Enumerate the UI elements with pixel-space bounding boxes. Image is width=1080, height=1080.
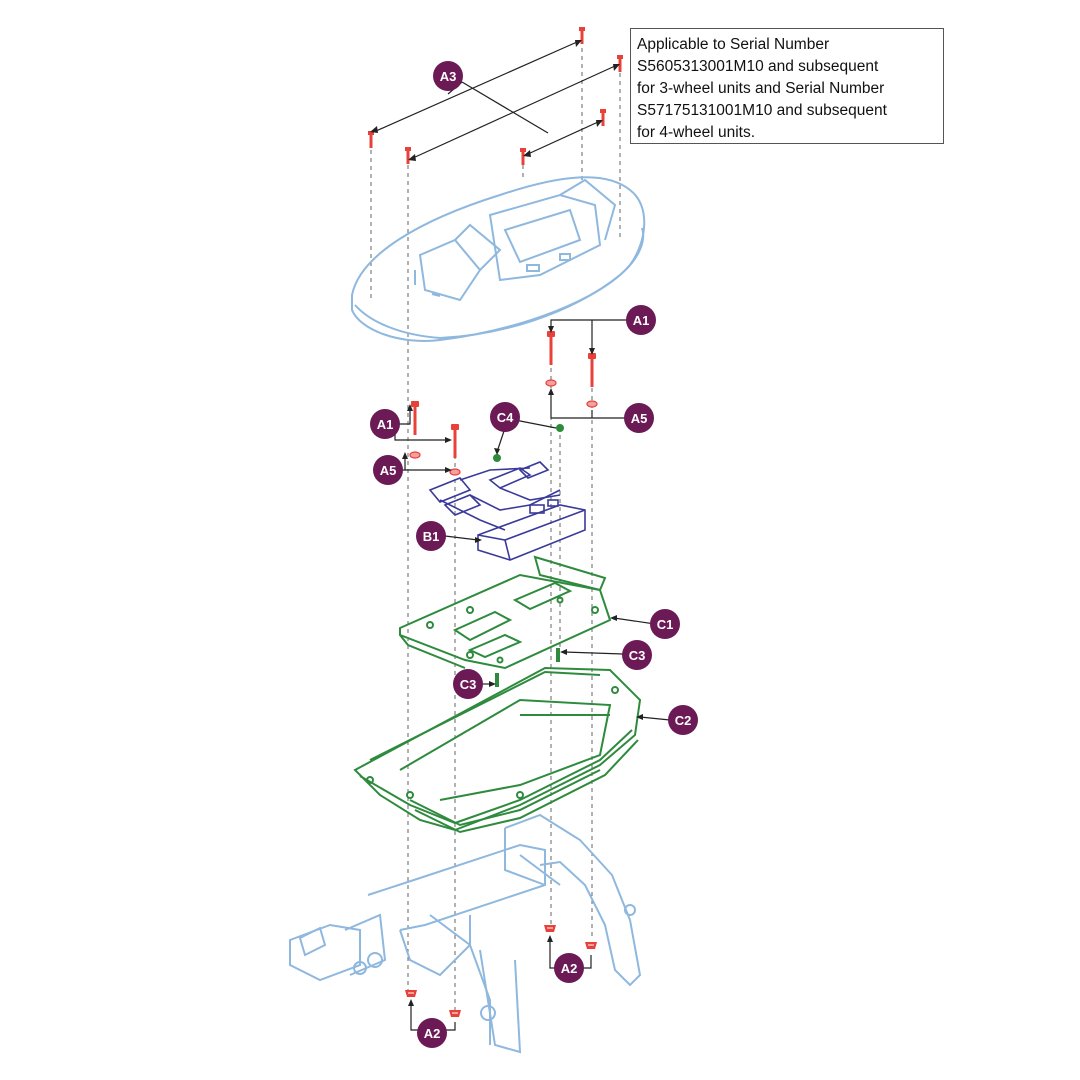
leader-arrowheads	[370, 40, 643, 1006]
callout-a5-right: A5	[624, 403, 654, 433]
svg-text:A1: A1	[633, 313, 650, 328]
seat-frame	[289, 813, 642, 1054]
callout-c3-right: C3	[622, 640, 652, 670]
svg-text:C1: C1	[657, 617, 674, 632]
seat-shroud	[351, 176, 646, 342]
svg-text:A5: A5	[380, 463, 397, 478]
note-line-5: for 4-wheel units.	[637, 124, 756, 141]
controller-module	[428, 461, 586, 561]
svg-text:A1: A1	[377, 417, 394, 432]
callout-a1-left: A1	[370, 409, 400, 439]
callout-a1-right: A1	[626, 305, 656, 335]
callout-a5-left: A5	[373, 455, 403, 485]
note-line-1: Applicable to Serial Number	[637, 36, 830, 53]
svg-text:C3: C3	[629, 648, 646, 663]
assembly-dashed-lines	[370, 40, 621, 1012]
svg-text:A2: A2	[424, 1026, 441, 1041]
svg-text:B1: B1	[423, 529, 440, 544]
callout-b1: B1	[416, 521, 446, 551]
callout-c4: C4	[490, 402, 520, 432]
svg-text:C2: C2	[675, 713, 692, 728]
svg-text:C3: C3	[460, 677, 477, 692]
callout-c2: C2	[668, 705, 698, 735]
svg-text:C4: C4	[497, 410, 514, 425]
green-hardware	[493, 424, 564, 687]
mounting-bracket	[399, 555, 612, 670]
note-line-4: S57175131001M10 and subsequent	[637, 102, 887, 119]
seat-tray	[353, 666, 642, 834]
callout-a2-right: A2	[554, 953, 584, 983]
svg-text:A2: A2	[561, 961, 578, 976]
serial-number-note: Applicable to Serial Number S5605313001M…	[630, 28, 944, 144]
callout-a3: A3	[433, 61, 463, 91]
svg-text:A5: A5	[631, 411, 648, 426]
callout-c3-left: C3	[453, 669, 483, 699]
svg-text:A3: A3	[440, 69, 457, 84]
callout-a2-left: A2	[417, 1018, 447, 1048]
note-line-3: for 3-wheel units and Serial Number	[637, 80, 885, 97]
callout-c1: C1	[650, 609, 680, 639]
note-line-2: S5605313001M10 and subsequent	[637, 58, 879, 75]
